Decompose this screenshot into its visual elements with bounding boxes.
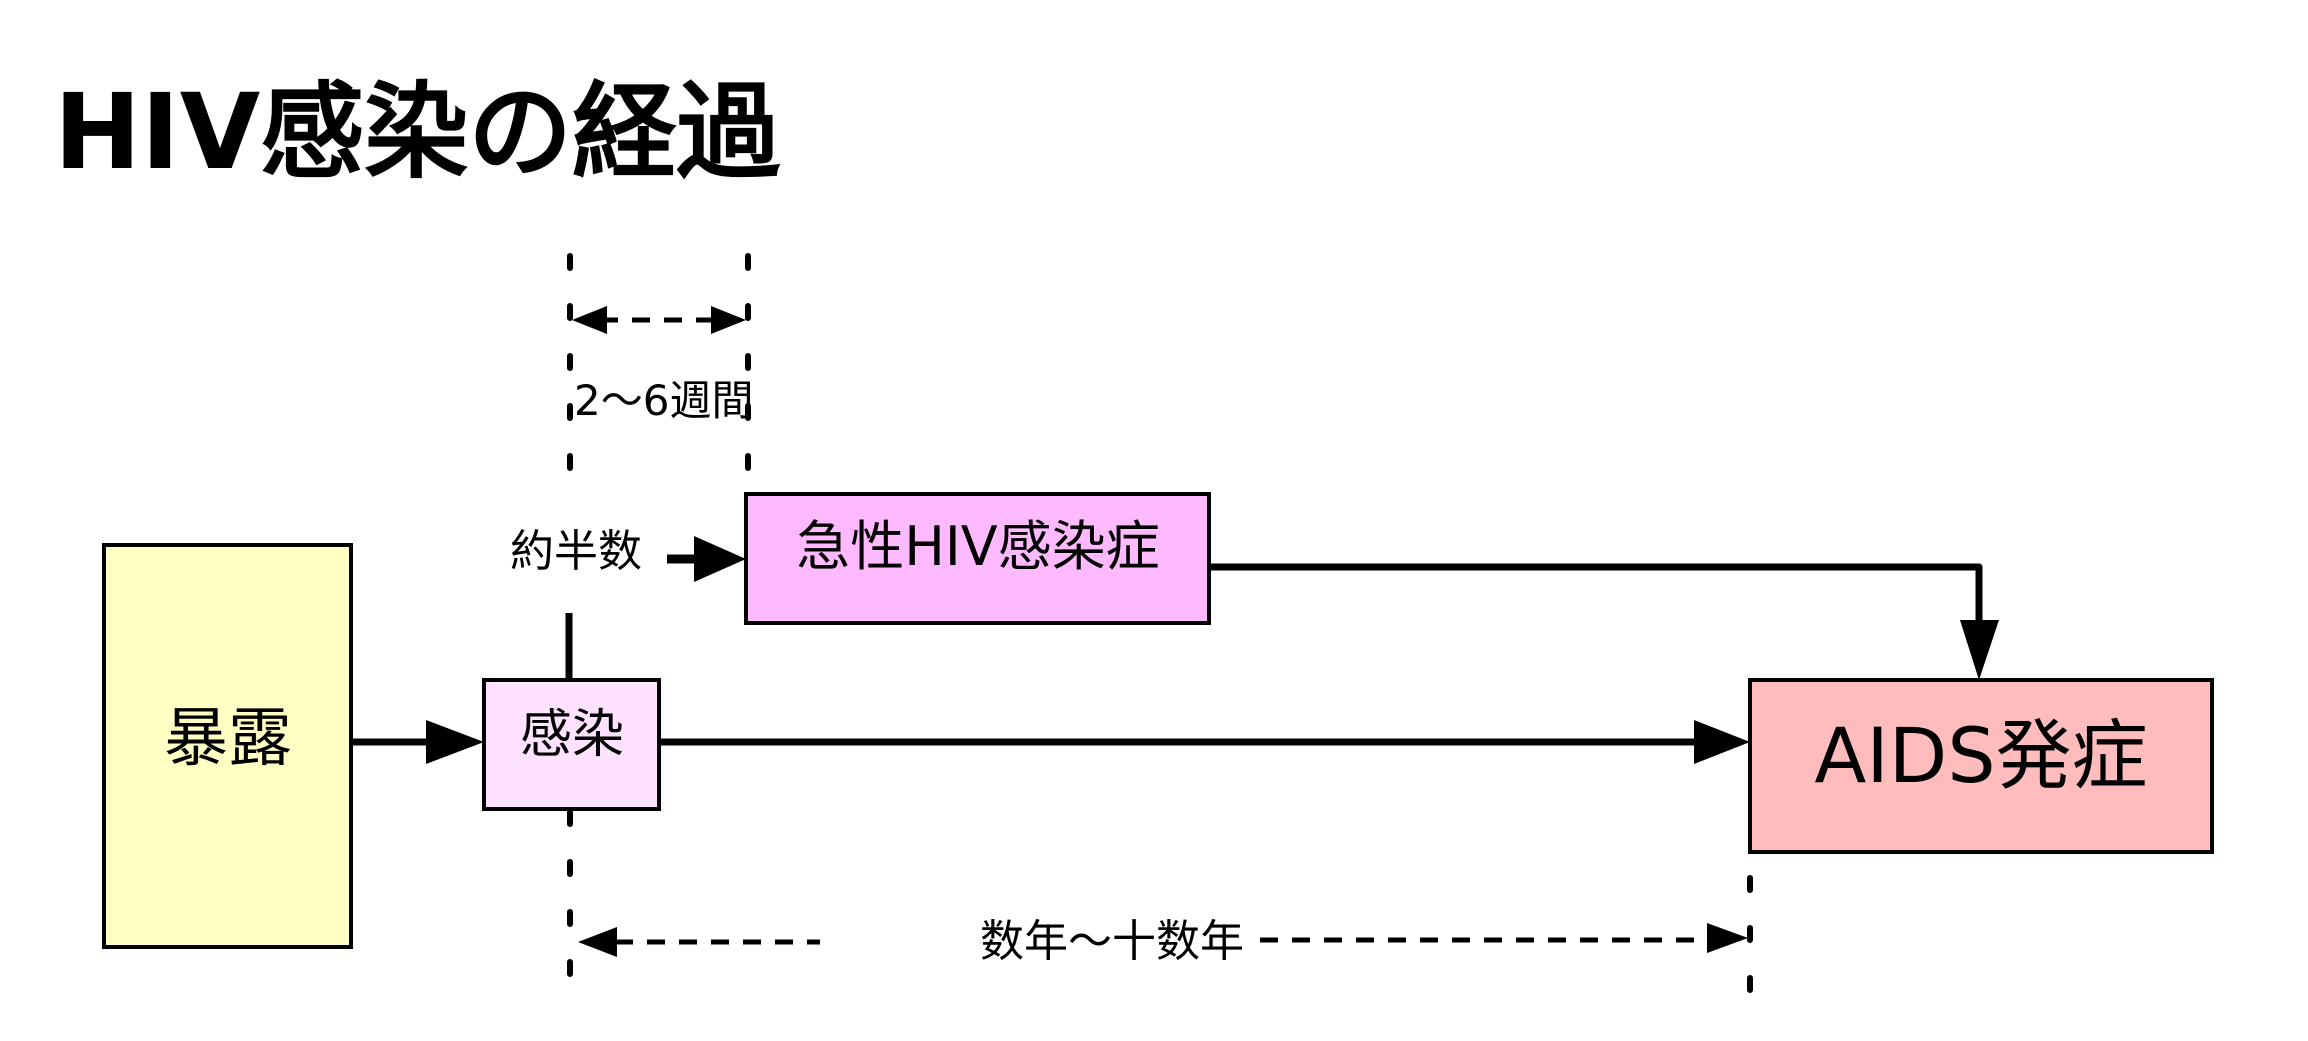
node-acute-hiv-label: 急性HIV感染症 [796, 515, 1159, 578]
edge-acute-to-aids [1209, 563, 1999, 680]
edge-infection-to-acute: 約半数 [510, 526, 746, 680]
arrowhead-icon [694, 536, 746, 582]
edge-exposure-to-infection [351, 720, 484, 764]
node-aids: AIDS発症 [1748, 678, 2214, 854]
arrowhead-left-icon [578, 927, 617, 957]
interval-aids-onset-label: 数年〜十数年 [980, 916, 1244, 967]
arrowhead-icon [1694, 720, 1750, 764]
node-infection-label: 感染 [520, 705, 624, 765]
node-aids-label: AIDS発症 [1814, 711, 2147, 800]
edge-infection-to-aids [659, 720, 1750, 764]
node-acute-hiv: 急性HIV感染症 [744, 492, 1211, 625]
interval-acute-onset-label: 2〜6週間 [574, 376, 753, 425]
node-infection: 感染 [482, 678, 661, 811]
diagram-title: HIV感染の経過 [54, 71, 781, 193]
node-exposure-label: 暴露 [164, 702, 292, 776]
arrowhead-right-icon [1707, 923, 1748, 953]
node-exposure: 暴露 [102, 543, 353, 949]
interval-aids-onset: 数年〜十数年 [567, 809, 1753, 998]
arrowhead-left-icon [572, 306, 607, 334]
arrowhead-icon [1960, 620, 1999, 680]
arrowhead-right-icon [711, 306, 746, 334]
arrowhead-icon [426, 720, 484, 764]
interval-acute-onset: 2〜6週間 [567, 253, 753, 473]
edge-label-about-half: 約半数 [510, 526, 642, 577]
